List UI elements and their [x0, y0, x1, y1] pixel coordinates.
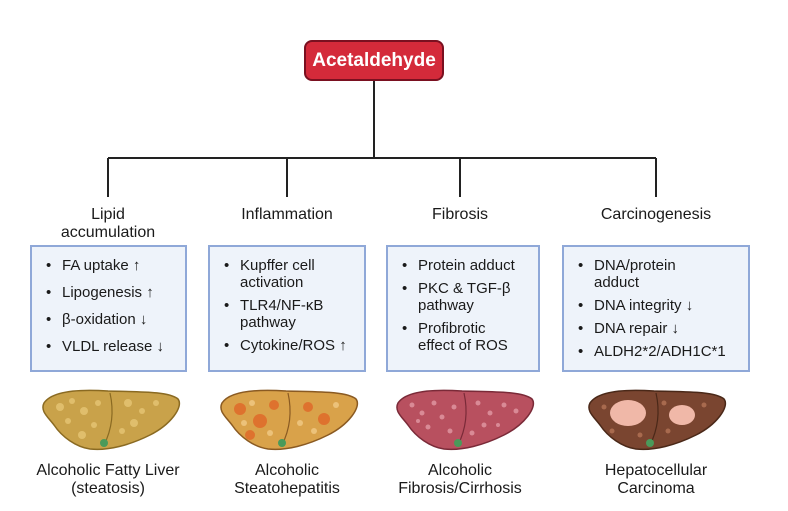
list-item: PKC & TGF-β pathway [402, 280, 530, 314]
tumor-liver-icon [588, 389, 727, 451]
list-item: DNA repair ↓ [578, 320, 740, 337]
root-label: Acetaldehyde [312, 49, 436, 71]
cirrhosis-liver-icon [396, 389, 535, 451]
category-title-inflammation: Inflammation [241, 206, 333, 223]
steatohepatitis-liver-icon [220, 389, 359, 451]
mechanism-box-fibrosis: Protein adduct PKC & TGF-β pathway Profi… [386, 245, 540, 372]
list-item: DNA integrity ↓ [578, 297, 740, 314]
outcome-hcc: Hepatocellular Carcinoma [604, 462, 708, 497]
list-item: Lipogenesis ↑ [46, 284, 177, 301]
list-item: Kupffer cell activation [224, 257, 356, 291]
outcome-steatohepatitis: Alcoholic Steatohepatitis [234, 462, 340, 497]
outcome-fatty-liver: Alcoholic Fatty Liver (steatosis) [36, 462, 180, 497]
list-item: Cytokine/ROS ↑ [224, 337, 356, 354]
category-title-carcinogenesis: Carcinogenesis [600, 206, 712, 223]
outcome-cirrhosis: Alcoholic Fibrosis/Cirrhosis [398, 462, 522, 497]
list-item: VLDL release ↓ [46, 338, 177, 355]
root-node-acetaldehyde: Acetaldehyde [304, 40, 444, 81]
mechanism-box-inflammation: Kupffer cell activation TLR4/NF-κB pathw… [208, 245, 366, 372]
list-item: β-oxidation ↓ [46, 311, 177, 328]
category-title-lipid: Lipid accumulation [60, 206, 156, 241]
fatty-liver-icon [42, 389, 181, 451]
list-item: ALDH2*2/ADH1C*1 [578, 343, 740, 360]
list-item: FA uptake ↑ [46, 257, 177, 274]
mechanism-box-lipid: FA uptake ↑ Lipogenesis ↑ β-oxidation ↓ … [30, 245, 187, 372]
list-item: Protein adduct [402, 257, 530, 274]
list-item: DNA/protein adduct [578, 257, 740, 291]
list-item: TLR4/NF-κB pathway [224, 297, 356, 331]
list-item: Profibrotic effect of ROS [402, 320, 530, 354]
category-title-fibrosis: Fibrosis [431, 206, 488, 223]
mechanism-box-carcinogenesis: DNA/protein adduct DNA integrity ↓ DNA r… [562, 245, 750, 372]
